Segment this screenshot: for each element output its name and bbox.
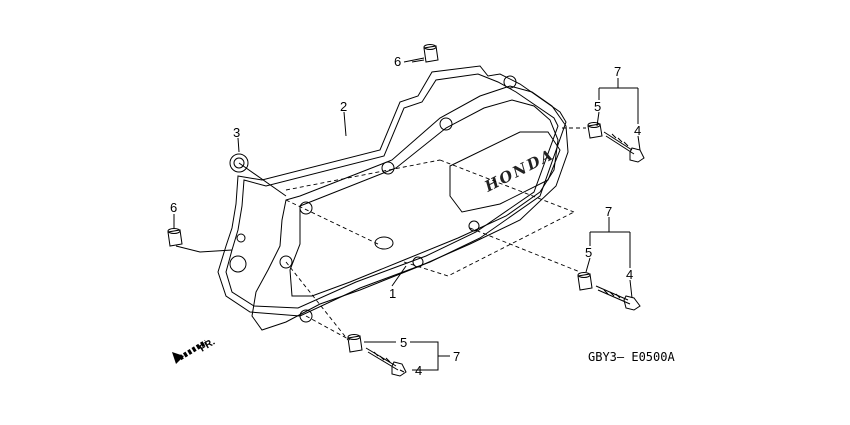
diagram-code: GBY3— E0500A <box>588 350 675 364</box>
crankcase-cover <box>251 75 569 331</box>
bolt-set-low <box>347 334 407 377</box>
callout-group-mid: 7 <box>605 204 612 219</box>
brand-text: HONDA <box>481 145 557 196</box>
callout-washer-mid: 5 <box>585 245 592 260</box>
oil-seal <box>229 153 287 197</box>
dowel-pin-left <box>167 228 233 253</box>
callout-cover: 1 <box>389 286 396 301</box>
callout-seal: 3 <box>233 125 240 140</box>
callout-washer-low: 5 <box>400 335 407 350</box>
callout-bolt-mid: 4 <box>626 267 633 282</box>
callout-bolt-low: 4 <box>415 363 422 378</box>
leader-lines <box>173 57 641 373</box>
projection-lines <box>285 127 586 341</box>
callout-labels: 1 2 3 6 6 7 5 4 7 5 4 5 7 4 <box>170 54 641 378</box>
front-direction-arrow: FR. <box>172 337 217 364</box>
callout-washer-top: 5 <box>594 99 601 114</box>
gasket <box>217 65 567 317</box>
callout-dowel-left: 6 <box>170 200 177 215</box>
callout-group-top: 7 <box>614 64 621 79</box>
callout-bolt-top: 4 <box>634 123 641 138</box>
direction-label: FR. <box>198 337 218 355</box>
dowel-pin-top <box>411 44 439 63</box>
callout-gasket: 2 <box>340 99 347 114</box>
callout-group-low: 7 <box>453 349 460 364</box>
bolt-set-mid <box>577 272 641 311</box>
callout-dowel-top: 6 <box>394 54 401 69</box>
